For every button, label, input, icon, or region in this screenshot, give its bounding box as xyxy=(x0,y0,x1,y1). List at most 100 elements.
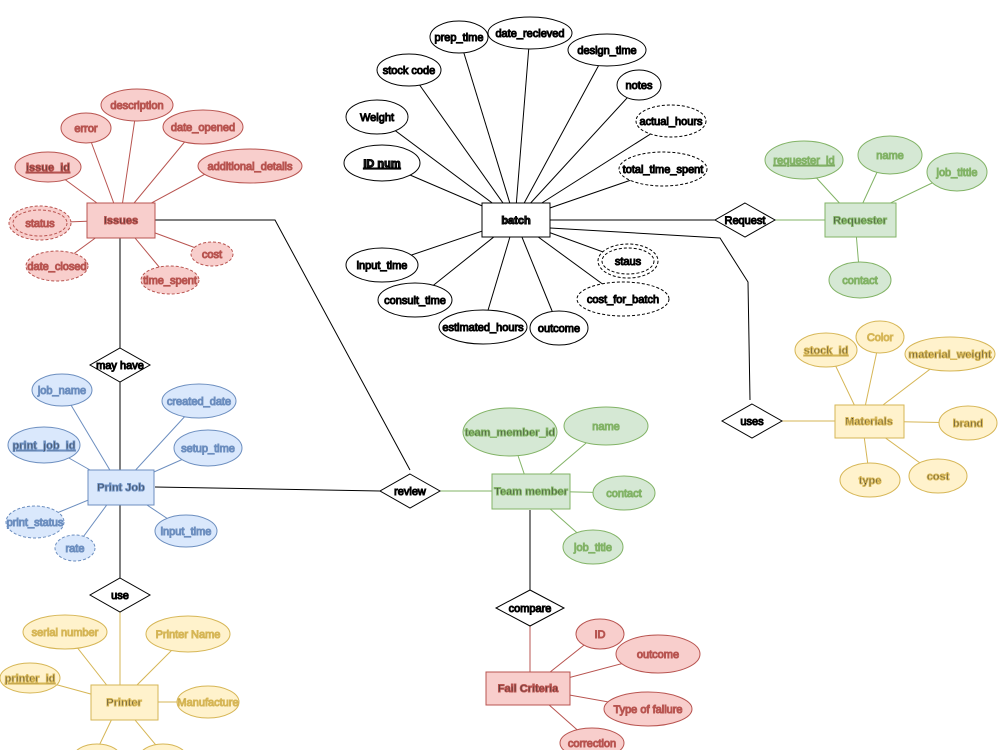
entity-batch[interactable] xyxy=(481,202,551,238)
attr-error[interactable] xyxy=(60,112,112,144)
attr-stock-id[interactable] xyxy=(794,332,858,368)
attr-serial-number-label: serial number xyxy=(32,627,99,639)
entity-print-job-label: Print Job xyxy=(97,482,145,494)
attr-actual-hours[interactable] xyxy=(635,104,707,138)
attr-material-cost-label: cost xyxy=(927,471,950,483)
attr-job-name-label: job_name xyxy=(37,385,86,397)
attr-tm-contact-label: contact xyxy=(606,488,641,500)
attr-fc-outcome[interactable] xyxy=(615,634,701,674)
attr-material-cost[interactable] xyxy=(908,458,968,494)
attr-requester-id-label: requester_id xyxy=(773,155,834,167)
attr-setup-time[interactable] xyxy=(173,429,243,467)
attr-tm-contact[interactable] xyxy=(592,475,656,511)
rel-request[interactable] xyxy=(713,202,777,238)
attr-print-status[interactable] xyxy=(5,505,65,539)
entity-print-job[interactable] xyxy=(87,469,155,506)
attr-job-name[interactable] xyxy=(31,373,93,407)
attr-team-member-id-label: team_member_id xyxy=(465,427,556,439)
attr-rate[interactable] xyxy=(54,534,96,562)
attr-material-weight-label: material_weight xyxy=(908,349,991,361)
attr-printer-name-label: Printer Name xyxy=(156,629,221,641)
attr-issue-cost[interactable] xyxy=(190,241,234,267)
attr-input-time[interactable] xyxy=(345,247,419,283)
entity-team-member[interactable] xyxy=(491,473,571,510)
attr-printer-id[interactable] xyxy=(0,662,61,694)
attr-brand[interactable] xyxy=(938,405,998,441)
attr-printer-name[interactable] xyxy=(145,615,231,653)
attr-status-label: status xyxy=(25,218,55,230)
attr-date-opened-label: date_opened xyxy=(171,122,235,134)
rel-review[interactable] xyxy=(378,473,442,509)
printer-group: Printer serial number Printer Name print… xyxy=(0,614,240,750)
attr-type-of-failure[interactable] xyxy=(603,691,693,727)
attr-notes[interactable] xyxy=(616,69,662,101)
entity-printer[interactable] xyxy=(90,684,159,721)
attr-date-closed-label: date_closed xyxy=(27,261,86,273)
attr-estimated-hours-label: estimated_hours xyxy=(442,322,524,334)
attr-material-weight[interactable] xyxy=(904,336,996,372)
attr-created-date[interactable] xyxy=(161,383,237,419)
attr-team-member-id[interactable] xyxy=(462,407,558,457)
entity-fail-criteria-label: Fail Criteria xyxy=(498,683,559,695)
entity-requester[interactable] xyxy=(824,202,897,238)
attr-type-of-failure-label: Type of failure xyxy=(613,704,682,716)
attr-weight[interactable] xyxy=(345,99,409,135)
attr-consult-time[interactable] xyxy=(377,282,453,318)
attr-printer-partial-left[interactable] xyxy=(73,743,121,750)
attr-print-job-id-label: print_job_id xyxy=(13,440,76,452)
attr-date-recieved[interactable] xyxy=(487,16,573,50)
entity-fail-criteria[interactable] xyxy=(485,671,571,706)
attr-serial-number[interactable] xyxy=(22,614,108,650)
attr-issue-id[interactable] xyxy=(14,151,82,183)
attr-input-time-label: input_time xyxy=(357,260,408,272)
attr-stock-code[interactable] xyxy=(376,53,442,87)
rel-use[interactable] xyxy=(88,577,152,613)
attr-color[interactable] xyxy=(855,320,905,354)
attr-print-job-id[interactable] xyxy=(7,426,81,464)
attr-requester-contact[interactable] xyxy=(828,261,892,299)
materials-group: Materials stock_id Color material_weight… xyxy=(794,320,998,498)
attr-description[interactable] xyxy=(100,88,174,122)
rel-uses[interactable] xyxy=(720,403,784,439)
attr-outcome[interactable] xyxy=(529,310,589,346)
attr-prep-time[interactable] xyxy=(429,20,489,54)
rel-uses-label: uses xyxy=(740,416,764,428)
team-member-group: Team member team_member_id name contact … xyxy=(462,406,656,565)
attr-design-time[interactable] xyxy=(567,33,647,67)
attr-requester-name[interactable] xyxy=(857,135,923,175)
attr-total-time-spent[interactable] xyxy=(618,151,708,187)
entity-issues[interactable] xyxy=(86,202,156,239)
attr-requester-id[interactable] xyxy=(764,140,844,180)
attr-pj-input-time[interactable] xyxy=(154,514,218,548)
rel-compare[interactable] xyxy=(494,589,566,627)
fail-criteria-group: Fail Criteria ID outcome Type of failure… xyxy=(485,618,701,750)
rel-use-label: use xyxy=(111,590,129,602)
attr-date-closed[interactable] xyxy=(25,250,89,282)
attr-printer-partial-right[interactable] xyxy=(139,743,187,750)
entity-batch-label: batch xyxy=(501,215,531,227)
attr-date-opened[interactable] xyxy=(162,109,244,145)
issues-group: Issues issue_id error description date_o… xyxy=(8,88,303,295)
attr-notes-label: notes xyxy=(626,80,653,92)
attr-estimated-hours[interactable] xyxy=(438,309,528,345)
attr-weight-label: Weight xyxy=(360,112,394,124)
attr-correction[interactable] xyxy=(559,727,625,750)
entity-materials-label: Materials xyxy=(845,416,893,428)
entity-materials[interactable] xyxy=(834,404,905,439)
attr-additional-details[interactable] xyxy=(197,148,303,184)
attr-fc-id-label: ID xyxy=(595,629,606,641)
attr-cost-for-batch[interactable] xyxy=(576,281,670,317)
attr-tm-job-title[interactable] xyxy=(562,529,624,565)
attr-id-num[interactable] xyxy=(343,144,421,182)
attr-prep-time-label: prep_time xyxy=(435,32,484,44)
attr-manufacture[interactable] xyxy=(176,685,240,719)
entity-team-member-label: Team member xyxy=(494,486,568,498)
attr-tm-name[interactable] xyxy=(563,406,649,446)
attr-job-tittle[interactable] xyxy=(926,152,988,192)
attr-fc-id[interactable] xyxy=(575,618,625,650)
attr-type[interactable] xyxy=(839,462,901,498)
attr-time-spent[interactable] xyxy=(140,265,200,295)
rel-may-have[interactable] xyxy=(88,347,152,383)
attr-cost-for-batch-label: cost_for_batch xyxy=(587,294,659,306)
